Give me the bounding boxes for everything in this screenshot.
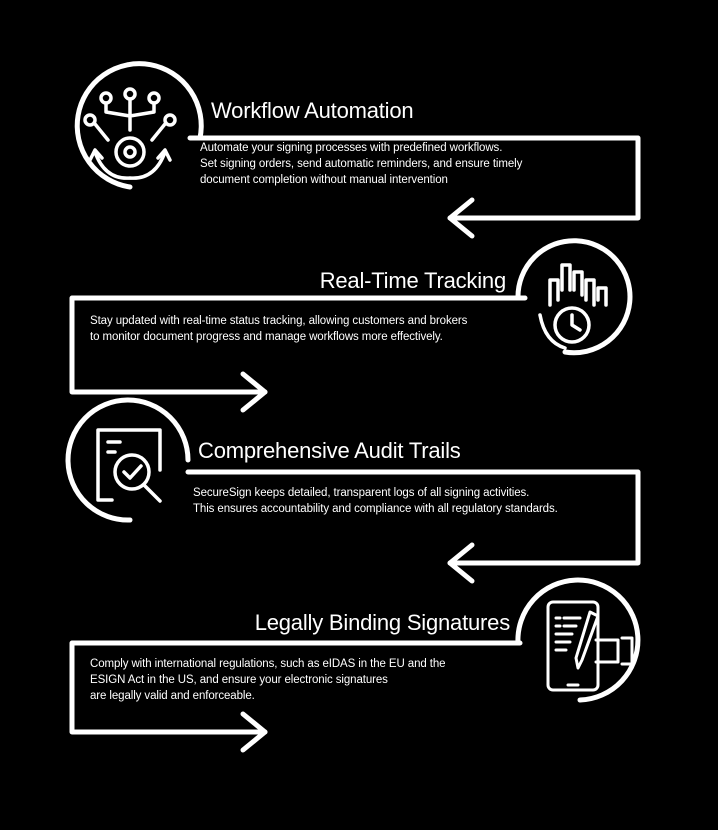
step-4-ring (515, 577, 641, 703)
step-2-ring (515, 238, 633, 356)
step-2-title: Real-Time Tracking (319, 268, 507, 293)
step-3-connector (65, 397, 641, 584)
step-3-title: Comprehensive Audit Trails (198, 438, 461, 463)
arrow-left-icon (447, 197, 475, 239)
chart-clock-icon (538, 263, 608, 350)
document-magnifier-check-icon (96, 428, 162, 503)
phone-signature-icon (546, 600, 634, 692)
step-2-connector (69, 238, 633, 413)
arrow-right-icon (240, 711, 268, 753)
step-4-title: Legally Binding Signatures (254, 610, 511, 635)
step-1-ring (74, 61, 204, 190)
step-1-connector (74, 61, 641, 239)
arrow-right-icon (240, 371, 268, 413)
arrow-left-icon (447, 542, 475, 584)
step-1-description: Automate your signing processes with pre… (200, 142, 523, 186)
step-4-description: Comply with international regulations, s… (90, 658, 446, 702)
step-3-description: SecureSign keeps detailed, transparent l… (193, 487, 558, 515)
step-4-connector (69, 577, 641, 753)
step-3-ring (65, 397, 191, 523)
step-1-title: Workflow Automation (211, 98, 414, 123)
workflow-gear-icon (83, 87, 177, 180)
step-2-description: Stay updated with real-time status track… (90, 315, 468, 343)
